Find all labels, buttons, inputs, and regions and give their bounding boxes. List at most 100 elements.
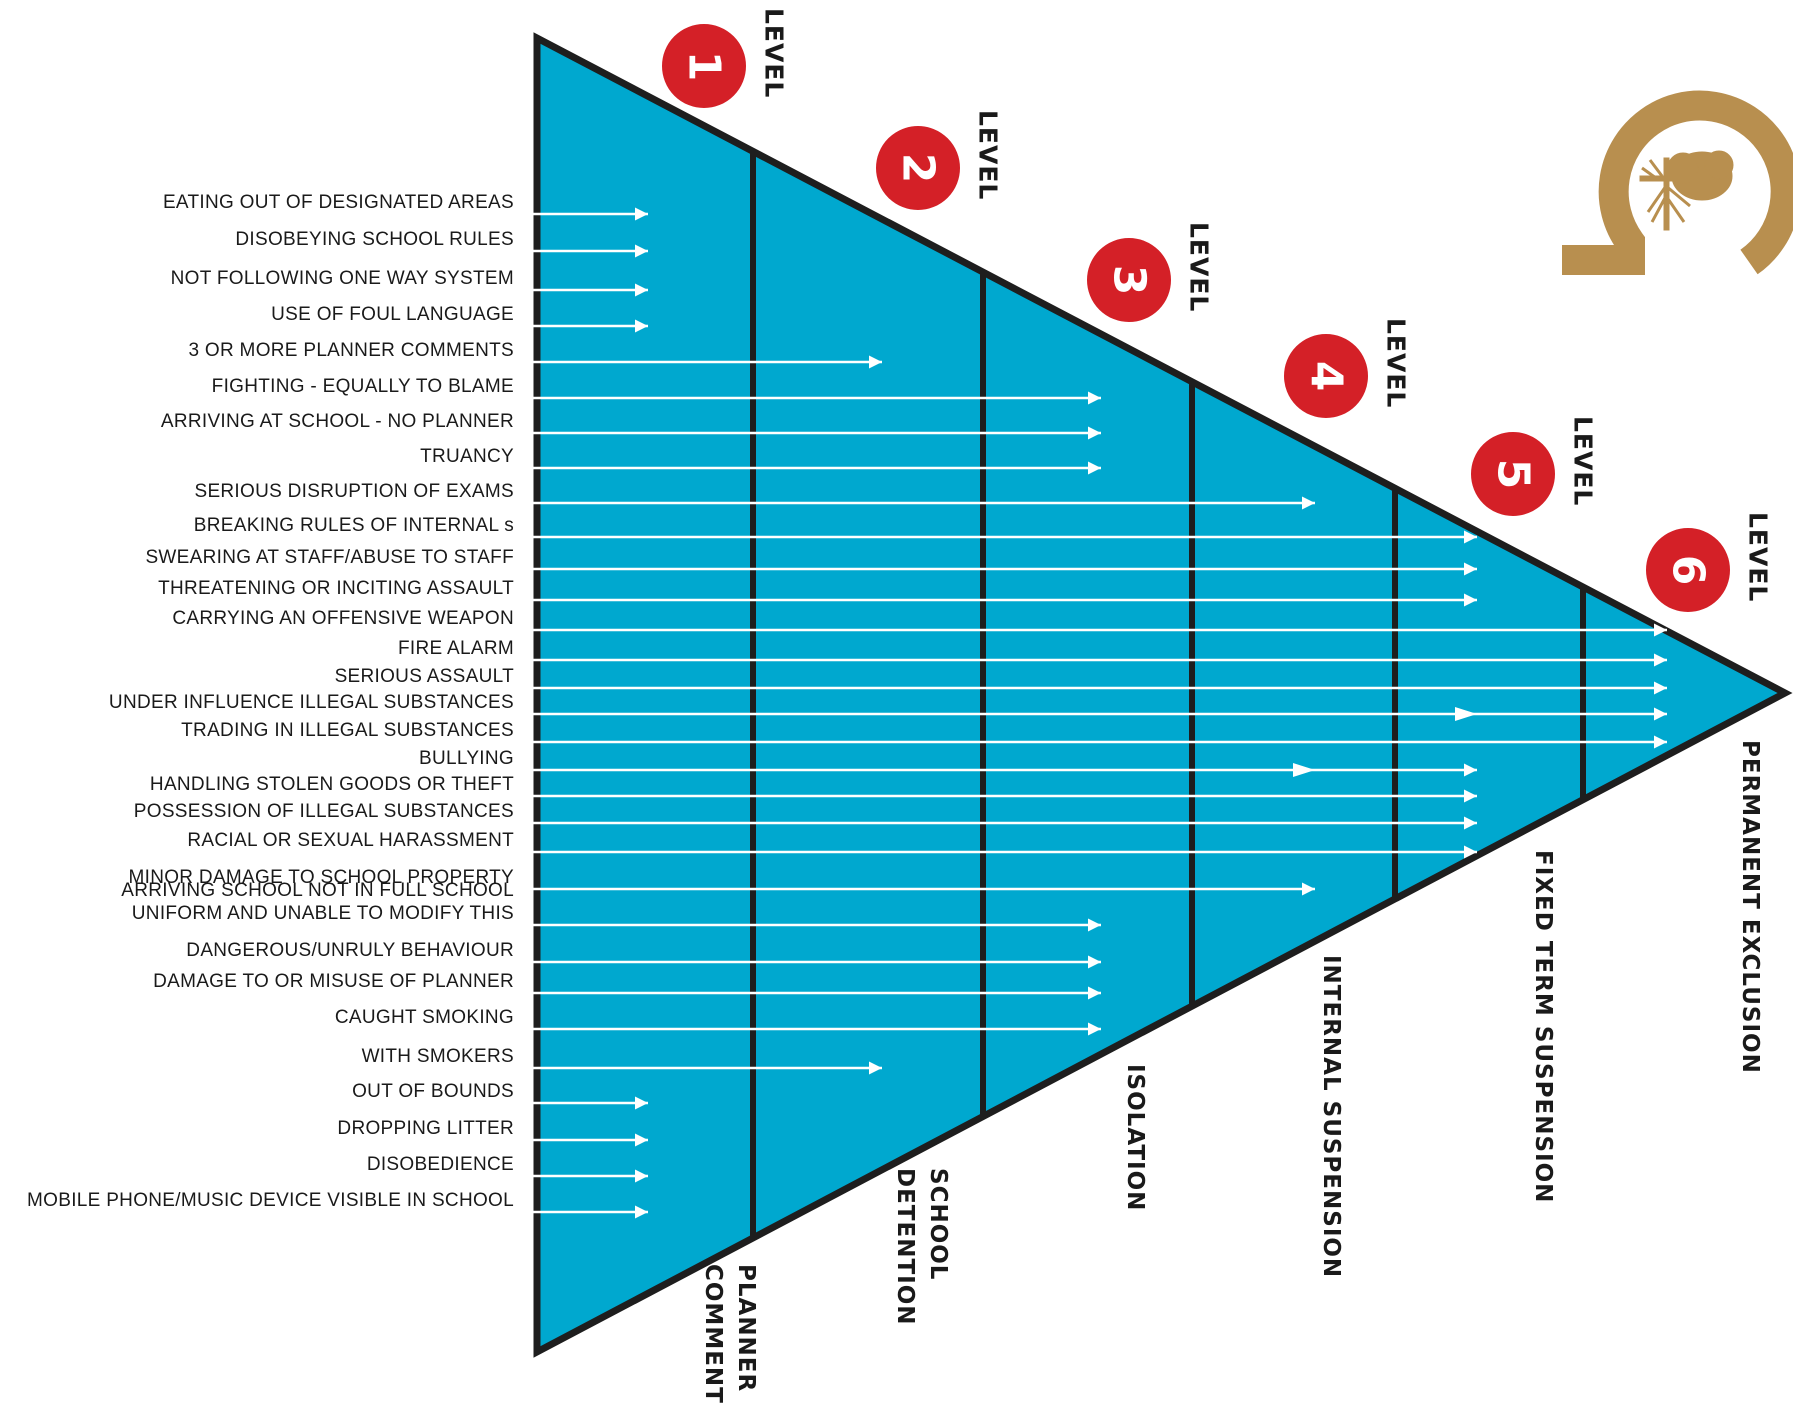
- behaviour-row: DISOBEDIENCE: [367, 1154, 648, 1183]
- behaviour-label: TRUANCY: [420, 446, 514, 467]
- behaviour-label: DISOBEYING SCHOOL RULES: [235, 229, 514, 250]
- consequence-label-2: DETENTION: [892, 1168, 918, 1326]
- behaviour-label: SWEARING AT STAFF/ABUSE TO STAFF: [145, 547, 514, 568]
- consequence-labels: PLANNER COMMENT SCHOOL DETENTION ISOLATION IN…: [700, 740, 1763, 1404]
- behaviour-label: 3 OR MORE PLANNER COMMENTS: [188, 340, 514, 361]
- behaviour-label: EATING OUT OF DESIGNATED AREAS: [163, 192, 514, 213]
- behaviour-row: DROPPING LITTER: [337, 1118, 648, 1147]
- level-word: LEVEL: [1382, 318, 1411, 408]
- tree-in-arc-logo-icon: [1562, 90, 1793, 275]
- behaviour-row: FIGHTING - EQUALLY TO BLAME: [212, 376, 1101, 405]
- behaviour-label: CARRYING AN OFFENSIVE WEAPON: [172, 608, 514, 629]
- behaviour-label: ARRIVING SCHOOL NOT IN FULL SCHOOL: [121, 880, 514, 901]
- behaviour-row: ARRIVING SCHOOL NOT IN FULL SCHOOLUNIFOR…: [121, 880, 1101, 932]
- behaviour-row: WITH SMOKERS: [362, 1046, 882, 1075]
- behaviour-label: SERIOUS ASSAULT: [335, 666, 515, 687]
- level-badge-2: 2 LEVEL: [874, 110, 1003, 212]
- behaviour-row: POSSESSION OF ILLEGAL SUBSTANCES: [134, 801, 1477, 830]
- behaviour-label: BULLYING: [419, 748, 514, 769]
- behaviour-row: BREAKING RULES OF INTERNAL s: [194, 515, 1477, 544]
- behaviour-label: FIGHTING - EQUALLY TO BLAME: [212, 376, 514, 397]
- behaviour-row: 3 OR MORE PLANNER COMMENTS: [188, 340, 882, 369]
- level-badge-3: 3 LEVEL: [1085, 222, 1214, 324]
- behaviour-label: ARRIVING AT SCHOOL - NO PLANNER: [161, 411, 514, 432]
- behaviour-label: POSSESSION OF ILLEGAL SUBSTANCES: [134, 801, 514, 822]
- behaviour-list: EATING OUT OF DESIGNATED AREAS DISOBEYING…: [27, 192, 1667, 1219]
- consequence-label-5: FIXED TERM SUSPENSION: [1530, 850, 1556, 1203]
- severity-triangle: [533, 32, 1793, 1358]
- behaviour-row: SWEARING AT STAFF/ABUSE TO STAFF: [145, 547, 1477, 576]
- level-badge-5: 5 LEVEL: [1469, 416, 1598, 518]
- level-word: LEVEL: [760, 8, 789, 98]
- tree-icon: [1639, 150, 1734, 231]
- level-badge-1: 1 LEVEL: [660, 8, 789, 110]
- behaviour-row: TRADING IN ILLEGAL SUBSTANCES: [181, 720, 1667, 749]
- behaviour-label: RACIAL OR SEXUAL HARASSMENT: [187, 830, 514, 851]
- behaviour-label: USE OF FOUL LANGUAGE: [271, 304, 514, 325]
- behaviour-label: HANDLING STOLEN GOODS OR THEFT: [150, 774, 514, 795]
- behaviour-label: DROPPING LITTER: [337, 1118, 514, 1139]
- behaviour-row: USE OF FOUL LANGUAGE: [271, 304, 648, 333]
- school-logo: [1562, 90, 1793, 275]
- level-word: LEVEL: [1569, 416, 1598, 506]
- behaviour-label: DAMAGE TO OR MISUSE OF PLANNER: [153, 971, 514, 992]
- behaviour-row: CAUGHT SMOKING: [335, 1007, 1101, 1036]
- level-number: 3: [1104, 265, 1155, 296]
- behaviour-row: FIRE ALARM: [398, 638, 1667, 667]
- behaviour-label: OUT OF BOUNDS: [352, 1081, 514, 1102]
- level-word: LEVEL: [1744, 512, 1773, 602]
- consequence-label-2: SCHOOL: [925, 1168, 951, 1280]
- behaviour-row: RACIAL OR SEXUAL HARASSMENT: [187, 830, 1477, 859]
- behaviour-label: MINOR DAMAGE TO SCHOOL PROPERTY: [129, 867, 515, 888]
- level-number: 1: [679, 51, 730, 82]
- behaviour-label: SERIOUS DISRUPTION OF EXAMS: [194, 481, 514, 502]
- behaviour-label: FIRE ALARM: [398, 638, 514, 659]
- behaviour-label: UNDER INFLUENCE ILLEGAL SUBSTANCES: [109, 692, 514, 713]
- behaviour-row: MOBILE PHONE/MUSIC DEVICE VISIBLE IN SCH…: [27, 1190, 648, 1219]
- level-word: LEVEL: [1185, 222, 1214, 312]
- level-badge-4: 4 LEVEL: [1282, 318, 1411, 420]
- secondary-level-arrowhead: [1293, 763, 1315, 777]
- behaviour-row: HANDLING STOLEN GOODS OR THEFT: [150, 774, 1477, 803]
- behaviour-label: WITH SMOKERS: [362, 1046, 514, 1067]
- behaviour-label: THREATENING OR INCITING ASSAULT: [158, 578, 514, 599]
- consequence-label-1: COMMENT: [700, 1264, 726, 1404]
- behaviour-label: NOT FOLLOWING ONE WAY SYSTEM: [171, 268, 514, 289]
- behaviour-row: THREATENING OR INCITING ASSAULT: [158, 578, 1477, 607]
- behaviour-row: SERIOUS ASSAULT: [335, 666, 1667, 695]
- level-number: 5: [1488, 459, 1539, 490]
- behaviour-label: TRADING IN ILLEGAL SUBSTANCES: [181, 720, 514, 741]
- consequence-label-1: PLANNER: [733, 1264, 759, 1392]
- level-badge-6: 6 LEVEL: [1644, 512, 1773, 614]
- behaviour-label: UNIFORM AND UNABLE TO MODIFY THIS: [132, 903, 514, 924]
- behaviour-row: CARRYING AN OFFENSIVE WEAPON: [172, 608, 1667, 637]
- behaviour-row: TRUANCY: [420, 446, 1101, 475]
- behaviour-row: DAMAGE TO OR MISUSE OF PLANNER: [153, 971, 1101, 1000]
- behaviour-row: OUT OF BOUNDS: [352, 1081, 648, 1110]
- behaviour-row: BULLYING: [419, 748, 1477, 777]
- behaviour-label: MOBILE PHONE/MUSIC DEVICE VISIBLE IN SCH…: [27, 1190, 514, 1211]
- level-number: 4: [1301, 361, 1352, 392]
- behaviour-row: MINOR DAMAGE TO SCHOOL PROPERTY: [129, 867, 1315, 896]
- level-number: 2: [893, 153, 944, 184]
- behaviour-label: BREAKING RULES OF INTERNAL s: [194, 515, 514, 536]
- behaviour-label: DISOBEDIENCE: [367, 1154, 514, 1175]
- consequence-label-4: INTERNAL SUSPENSION: [1318, 955, 1344, 1278]
- consequence-label-6: PERMANENT EXCLUSION: [1737, 740, 1763, 1074]
- behaviour-row: SERIOUS DISRUPTION OF EXAMS: [194, 481, 1315, 510]
- level-word: LEVEL: [974, 110, 1003, 200]
- behaviour-label: DANGEROUS/UNRULY BEHAVIOUR: [186, 940, 514, 961]
- behaviour-row: EATING OUT OF DESIGNATED AREAS: [163, 192, 648, 221]
- behaviour-row: ARRIVING AT SCHOOL - NO PLANNER: [161, 411, 1101, 440]
- behaviour-label: CAUGHT SMOKING: [335, 1007, 514, 1028]
- consequence-label-3: ISOLATION: [1122, 1064, 1148, 1211]
- secondary-level-arrowhead: [1455, 707, 1477, 721]
- behaviour-row: UNDER INFLUENCE ILLEGAL SUBSTANCES: [109, 692, 1667, 721]
- behaviour-row: DANGEROUS/UNRULY BEHAVIOUR: [186, 940, 1101, 969]
- level-number: 6: [1663, 555, 1714, 586]
- behaviour-row: DISOBEYING SCHOOL RULES: [235, 229, 648, 258]
- level-dividers: [750, 151, 1586, 1238]
- behaviour-row: NOT FOLLOWING ONE WAY SYSTEM: [171, 268, 648, 297]
